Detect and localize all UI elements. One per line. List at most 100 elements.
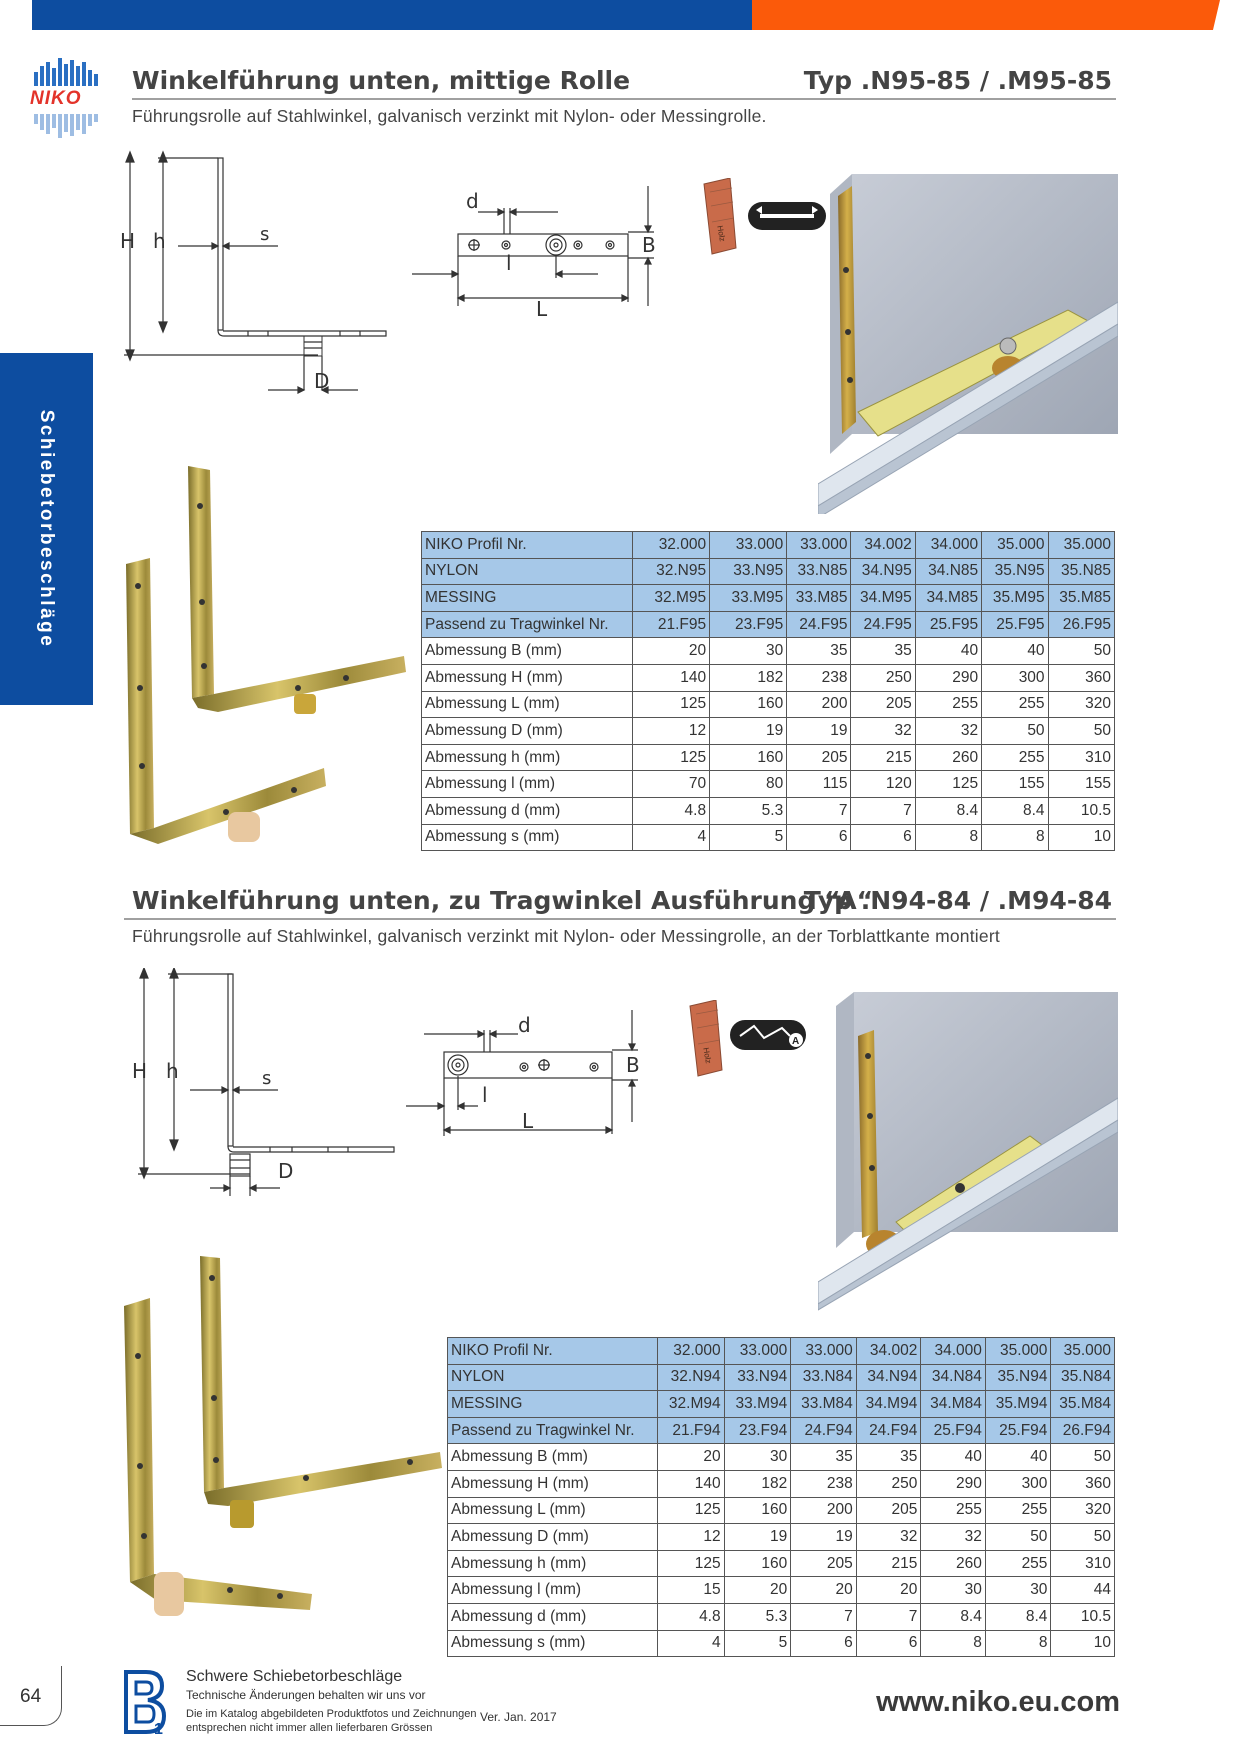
table-cell: 182 (723, 1469, 792, 1498)
table-cell: 205 (790, 1549, 857, 1578)
table-cell: 34.002 (855, 1337, 922, 1365)
table-cell: 155 (981, 770, 1049, 798)
table-cell: 34.002 (850, 531, 916, 559)
table-cell: 35 (786, 637, 852, 665)
mount-type-badge: A (792, 1036, 799, 1047)
table-cell: 160 (709, 743, 788, 772)
table-cell: 160 (723, 1496, 792, 1525)
b-category-icon: 1 (124, 1670, 167, 1736)
dim2-label-s: s (262, 1068, 271, 1089)
dim2-label-H: H (132, 1059, 147, 1083)
table-cell: 320 (1047, 690, 1116, 719)
table-cell: 255 (914, 690, 983, 719)
table-cell: 33.M95 (709, 584, 788, 612)
table-cell: 44 (1050, 1576, 1115, 1604)
table-cell: 320 (1050, 1496, 1115, 1525)
dim-label-s: s (260, 224, 269, 245)
table-cell: 25.F94 (920, 1416, 986, 1445)
footer-line2: Die im Katalog abgebildeten Produktfotos… (186, 1708, 477, 1720)
footer-title: Schwere Schiebetorbeschläge (186, 1668, 403, 1685)
table-cell: 50 (981, 717, 1049, 745)
table-cell: 4.8 (631, 796, 711, 825)
table-cell: 35.N95 (981, 557, 1049, 586)
table-cell: 40 (984, 1443, 1052, 1471)
table-cell: 155 (1047, 770, 1116, 798)
table-cell: 33.N94 (723, 1363, 792, 1392)
table-cell: 34.000 (920, 1337, 986, 1365)
table-row-label: MESSING (421, 584, 633, 612)
table-cell: 35 (790, 1443, 857, 1471)
table-cell: 8 (914, 823, 983, 852)
page-number-box: 64 (0, 1666, 62, 1726)
table-cell: 32 (850, 717, 916, 745)
table-cell: 250 (850, 663, 916, 692)
footer-website-link[interactable]: www.niko.eu.com (876, 1686, 1120, 1718)
table-cell: 260 (914, 743, 983, 772)
table-cell: 24.F94 (790, 1416, 857, 1445)
table-cell: 23.F94 (723, 1416, 792, 1445)
dim2-label-d: d (518, 1013, 531, 1037)
holz-label: Holz (715, 225, 727, 242)
dim-label-D: D (314, 369, 329, 393)
table-cell: 125 (657, 1549, 725, 1578)
table-row-label: NYLON (421, 557, 633, 586)
table-cell: 30 (723, 1443, 792, 1471)
section2-title: Winkelführung unten, zu Tragwinkel Ausfü… (132, 886, 874, 915)
table-cell: 35 (850, 637, 916, 665)
table-cell: 19 (723, 1523, 792, 1551)
table-row-label: Passend zu Tragwinkel Nr. (446, 1416, 659, 1445)
table-cell: 12 (631, 717, 711, 745)
table-cell: 35.N84 (1050, 1363, 1115, 1392)
table-cell: 32.M95 (631, 584, 711, 612)
holz2-label: Holz (701, 1047, 713, 1064)
dim-label-l: l (506, 251, 512, 275)
table-cell: 70 (631, 770, 711, 798)
table-cell: 32 (855, 1523, 922, 1551)
table-cell: 35.000 (981, 531, 1049, 559)
table-cell: 35.N85 (1047, 557, 1116, 586)
table-cell: 50 (1047, 637, 1116, 665)
table-cell: 125 (631, 743, 711, 772)
table-cell: 7 (850, 796, 916, 825)
table-cell: 6 (786, 823, 852, 852)
table-row-label: Abmessung H (mm) (421, 663, 633, 692)
table-cell: 35.M84 (1050, 1390, 1115, 1418)
table-cell: 8.4 (981, 796, 1049, 825)
table-cell: 310 (1047, 743, 1116, 772)
table-row-label: Abmessung s (mm) (421, 823, 633, 852)
table-cell: 20 (657, 1443, 725, 1471)
table-cell: 12 (657, 1523, 725, 1551)
table-cell: 35.M85 (1047, 584, 1116, 612)
table-cell: 50 (1047, 717, 1116, 745)
table-cell: 205 (855, 1496, 922, 1525)
table-cell: 5 (709, 823, 788, 852)
table-cell: 32.N95 (631, 557, 711, 586)
dim2-label-L: L (522, 1109, 534, 1133)
table-cell: 30 (709, 637, 788, 665)
side-chapter-tab[interactable]: Schiebetorbeschläge (0, 353, 93, 705)
table-cell: 140 (657, 1469, 725, 1498)
table-cell: 8 (920, 1629, 986, 1658)
table-cell: 8.4 (984, 1602, 1052, 1631)
table-cell: 34.N85 (914, 557, 983, 586)
table-cell: 10 (1050, 1629, 1115, 1658)
table-cell: 10 (1047, 823, 1116, 852)
table-cell: 19 (790, 1523, 857, 1551)
logo-wordmark: NIKO (30, 88, 82, 109)
section1-title: Winkelführung unten, mittige Rolle (132, 66, 631, 95)
table-cell: 35.N94 (984, 1363, 1052, 1392)
table-cell: 21.F95 (631, 610, 711, 639)
niko-logo: NIKO (28, 56, 112, 144)
table-cell: 360 (1050, 1469, 1115, 1498)
table-cell: 34.N84 (920, 1363, 986, 1392)
table-cell: 33.M85 (786, 584, 852, 612)
table-cell: 260 (920, 1549, 986, 1578)
section2-type: Typ .N94-84 / .M94-84 (803, 886, 1112, 915)
table-row-label: Abmessung s (mm) (446, 1629, 659, 1658)
